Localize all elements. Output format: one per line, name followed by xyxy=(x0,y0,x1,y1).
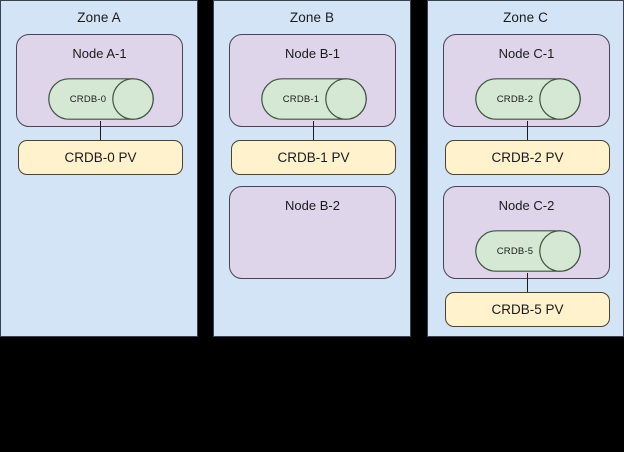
node-box-c-2[interactable]: Node C-2 CRDB-5 xyxy=(443,186,610,279)
database-cylinder-crdb-2[interactable]: CRDB-2 xyxy=(475,78,581,120)
node-title-b-1: Node B-1 xyxy=(285,46,340,61)
node-box-b-1[interactable]: Node B-1 CRDB-1 xyxy=(229,34,396,127)
pv-label-crdb-0: CRDB-0 PV xyxy=(64,149,137,165)
connector-node-c-2-to-crdb-5-pv xyxy=(527,273,528,293)
node-box-c-1[interactable]: Node C-1 CRDB-2 xyxy=(443,34,610,127)
zone-title-a: Zone A xyxy=(77,10,121,25)
connector-node-c-1-to-crdb-2-pv xyxy=(527,121,528,141)
zone-title-c: Zone C xyxy=(503,10,548,25)
node-title-a-1: Node A-1 xyxy=(72,46,127,61)
node-title-c-1: Node C-1 xyxy=(498,46,555,61)
node-title-c-2: Node C-2 xyxy=(498,198,555,213)
database-cylinder-crdb-0[interactable]: CRDB-0 xyxy=(48,78,154,120)
zone-container-a[interactable]: Zone A Node A-1 CRDB-0 CRDB-0 PV xyxy=(0,0,198,337)
node-title-b-2: Node B-2 xyxy=(285,198,340,213)
zone-title-b: Zone B xyxy=(289,10,335,25)
pv-box-crdb-1[interactable]: CRDB-1 PV xyxy=(231,140,396,175)
pv-box-crdb-5[interactable]: CRDB-5 PV xyxy=(445,292,610,327)
database-cylinder-crdb-5[interactable]: CRDB-5 xyxy=(475,230,581,272)
zone-container-c[interactable]: Zone C Node C-1 CRDB-2 CRDB-2 PV Node C-… xyxy=(427,0,624,337)
database-cylinder-crdb-1[interactable]: CRDB-1 xyxy=(261,78,367,120)
pv-box-crdb-2[interactable]: CRDB-2 PV xyxy=(445,140,610,175)
pv-label-crdb-5: CRDB-5 PV xyxy=(491,301,564,317)
node-box-b-2[interactable]: Node B-2 xyxy=(229,186,396,279)
connector-node-b-1-to-crdb-1-pv xyxy=(313,121,314,141)
pv-label-crdb-2: CRDB-2 PV xyxy=(491,149,564,165)
node-box-a-1[interactable]: Node A-1 CRDB-0 xyxy=(16,34,183,127)
connector-node-a-1-to-crdb-0-pv xyxy=(100,121,101,141)
zone-container-b[interactable]: Zone B Node B-1 CRDB-1 CRDB-1 PV Node B-… xyxy=(213,0,411,337)
pv-box-crdb-0[interactable]: CRDB-0 PV xyxy=(18,140,183,175)
pv-label-crdb-1: CRDB-1 PV xyxy=(277,149,350,165)
